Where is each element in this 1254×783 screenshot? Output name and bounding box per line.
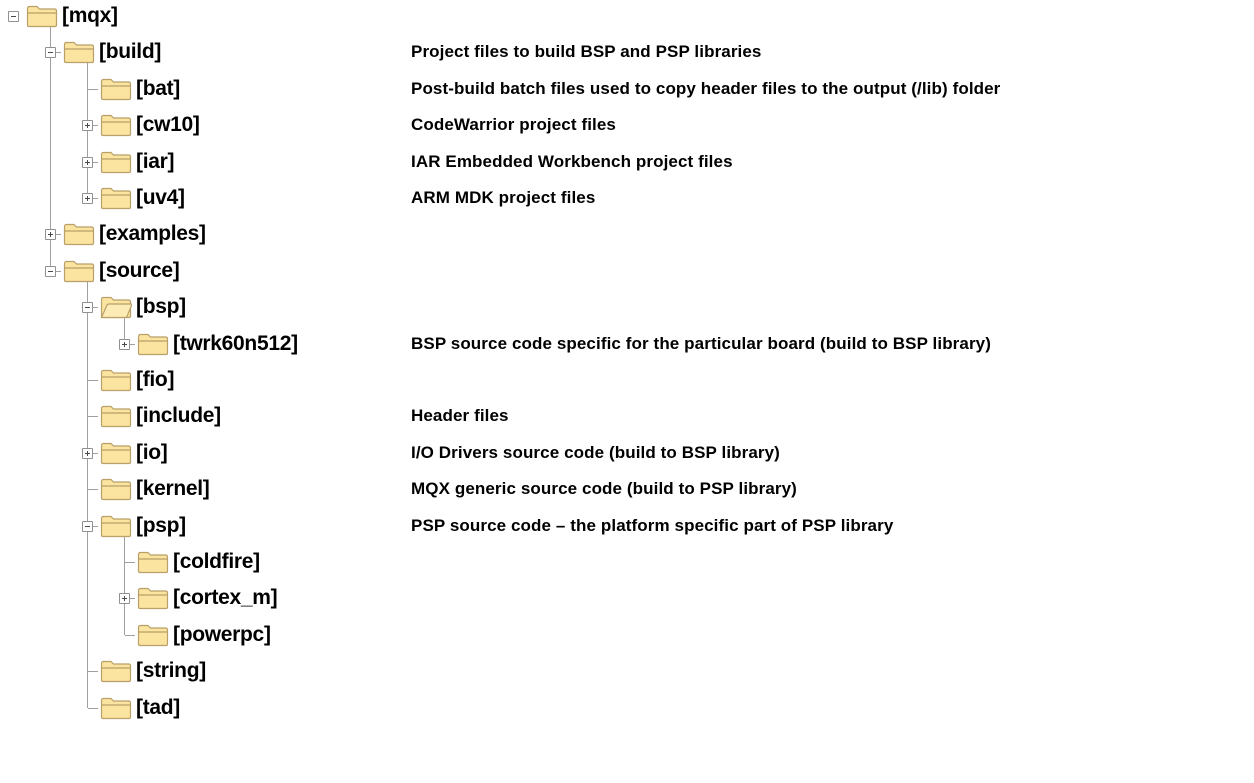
tree-connector-line — [88, 307, 98, 309]
tree-connector-line — [88, 452, 98, 454]
open-folder-icon — [100, 294, 133, 319]
folder-label-cw10[interactable]: [cw10] — [136, 113, 200, 137]
folder-description-psp: PSP source code – the platform specific … — [411, 515, 894, 535]
toggle-bar — [85, 525, 90, 527]
tree-connector-line — [88, 380, 98, 381]
tree-connector-line — [88, 416, 98, 418]
folder-icon — [100, 149, 132, 174]
folder-label-uv4[interactable]: [uv4] — [136, 186, 185, 209]
folder-icon — [100, 476, 132, 501]
minus-toggle-icon[interactable] — [45, 47, 56, 59]
plus-toggle-icon[interactable] — [82, 120, 93, 132]
minus-toggle-icon[interactable] — [8, 11, 19, 22]
tree-connector-line — [88, 489, 98, 491]
folder-icon — [137, 585, 169, 610]
tree-connector-line — [51, 270, 61, 272]
toggle-bar — [48, 52, 53, 54]
toggle-bar — [124, 341, 125, 347]
folder-icon — [100, 513, 132, 538]
folder-icon — [26, 3, 58, 28]
plus-toggle-icon[interactable] — [119, 338, 130, 350]
folder-description-kernel: MQX generic source code (build to PSP li… — [411, 479, 797, 499]
folder-icon — [63, 221, 95, 246]
tree-guide-line — [50, 26, 51, 271]
folder-label-build[interactable]: [build] — [99, 40, 162, 64]
folder-icon — [100, 440, 132, 465]
toggle-bar — [85, 307, 90, 309]
tree-connector-line — [88, 88, 98, 90]
folder-icon — [100, 658, 132, 683]
folder-description-include: Header files — [411, 406, 509, 426]
toggle-bar — [11, 16, 16, 17]
folder-description-io: I/O Drivers source code (build to BSP li… — [411, 442, 780, 462]
folder-label-cortex_m[interactable]: [cortex_m] — [173, 586, 278, 610]
plus-toggle-icon[interactable] — [82, 156, 93, 168]
tree-connector-line — [125, 598, 135, 600]
folder-description-build: Project files to build BSP and PSP libra… — [411, 42, 762, 62]
plus-toggle-icon[interactable] — [82, 447, 93, 459]
tree-connector-line — [88, 707, 98, 709]
folder-label-fio[interactable]: [fio] — [136, 368, 175, 391]
minus-toggle-icon[interactable] — [45, 265, 56, 277]
toggle-bar — [87, 450, 88, 456]
tree-connector-line — [51, 234, 61, 236]
folder-label-string[interactable]: [string] — [136, 659, 206, 683]
toggle-bar — [124, 596, 125, 602]
folder-icon — [137, 549, 169, 574]
toggle-bar — [50, 232, 51, 238]
toggle-bar — [87, 196, 88, 201]
tree-connector-line — [125, 562, 135, 563]
plus-toggle-icon[interactable] — [82, 193, 93, 204]
folder-label-psp[interactable]: [psp] — [136, 513, 186, 537]
folder-label-bat[interactable]: [bat] — [136, 76, 180, 100]
tree-guide-line — [87, 280, 88, 708]
folder-label-powerpc[interactable]: [powerpc] — [173, 622, 271, 646]
folder-label-source[interactable]: [source] — [99, 258, 180, 282]
tree-connector-line — [88, 671, 98, 673]
tree-connector-line — [88, 125, 98, 127]
folder-label-io[interactable]: [io] — [136, 440, 168, 464]
folder-icon — [100, 695, 132, 720]
minus-toggle-icon[interactable] — [82, 520, 93, 532]
folder-label-kernel[interactable]: [kernel] — [136, 477, 210, 501]
folder-icon — [100, 367, 132, 392]
folder-icon — [100, 112, 132, 137]
plus-toggle-icon[interactable] — [45, 229, 56, 241]
tree-connector-line — [88, 161, 98, 163]
folder-description-twrk60n512: BSP source code specific for the particu… — [411, 333, 991, 353]
folder-label-coldfire[interactable]: [coldfire] — [173, 550, 260, 573]
folder-label-iar[interactable]: [iar] — [136, 149, 175, 173]
tree-connector-line — [51, 52, 61, 54]
tree-connector-line — [88, 198, 98, 199]
folder-description-cw10: CodeWarrior project files — [411, 115, 616, 135]
tree-guide-line — [124, 535, 125, 635]
folder-label-twrk60n512[interactable]: [twrk60n512] — [173, 331, 298, 355]
folder-icon — [137, 622, 169, 647]
folder-icon — [100, 76, 132, 101]
folder-description-bat: Post-build batch files used to copy head… — [411, 78, 1001, 98]
folder-icon — [100, 403, 132, 428]
folder-description-uv4: ARM MDK project files — [411, 188, 596, 207]
folder-icon — [63, 258, 95, 283]
folder-label-bsp[interactable]: [bsp] — [136, 295, 186, 319]
folder-label-mqx[interactable]: [mqx] — [62, 4, 118, 27]
folder-icon — [137, 331, 169, 356]
tree-connector-line — [125, 634, 135, 636]
toggle-bar — [48, 270, 53, 272]
folder-description-iar: IAR Embedded Workbench project files — [411, 151, 733, 171]
tree-connector-line — [125, 343, 135, 345]
folder-icon — [63, 39, 95, 64]
tree-connector-line — [88, 525, 98, 527]
toggle-bar — [87, 159, 88, 165]
folder-label-examples[interactable]: [examples] — [99, 222, 206, 246]
toggle-bar — [87, 123, 88, 129]
folder-icon — [100, 185, 132, 210]
tree-guide-line — [124, 317, 125, 344]
folder-label-tad[interactable]: [tad] — [136, 695, 180, 719]
plus-toggle-icon[interactable] — [119, 593, 130, 605]
minus-toggle-icon[interactable] — [82, 302, 93, 314]
folder-label-include[interactable]: [include] — [136, 404, 221, 428]
